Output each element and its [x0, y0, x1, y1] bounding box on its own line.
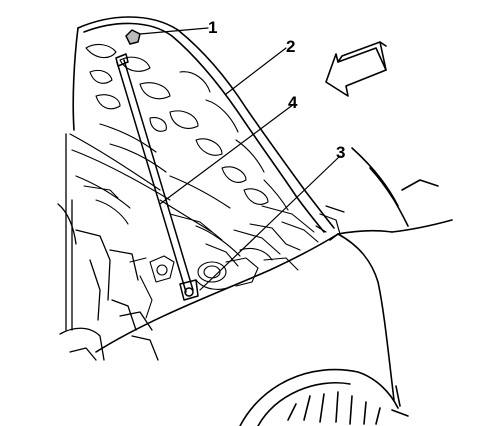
hood-strut	[115, 29, 199, 301]
leader-2	[225, 47, 287, 95]
hood-hinge	[315, 205, 345, 235]
callout-4: 4	[288, 93, 298, 112]
leader-1	[139, 27, 209, 35]
hood-panel	[72, 16, 335, 233]
callout-3: 3	[336, 143, 345, 162]
fender-panel	[95, 147, 453, 426]
leader-4	[159, 103, 295, 205]
hood-inner-panel	[85, 43, 289, 211]
callout-2: 2	[286, 37, 295, 56]
leader-3	[199, 155, 341, 291]
engine-compartment	[69, 133, 319, 319]
leader-lines	[139, 27, 341, 291]
arrow-icon	[325, 41, 387, 97]
callout-1: 1	[208, 18, 217, 37]
callout-labels: 1 2 3 4	[208, 18, 345, 162]
